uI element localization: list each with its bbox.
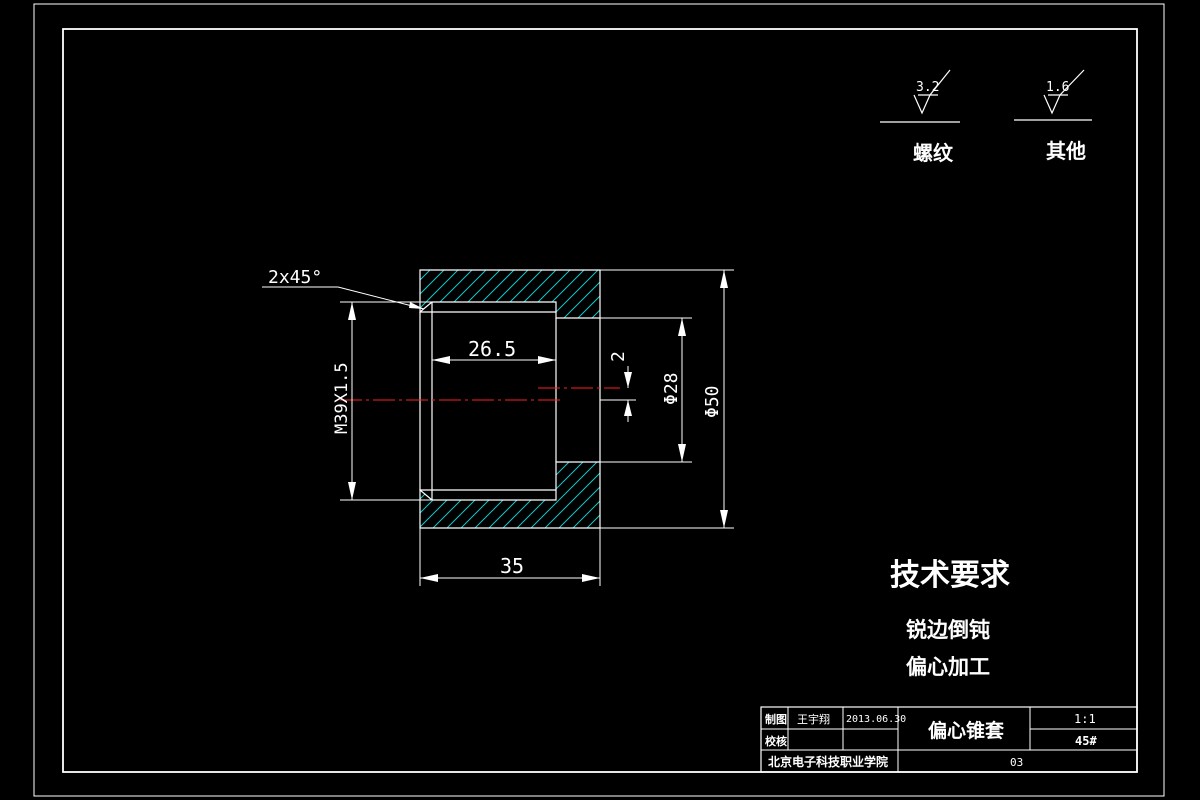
hatch-line: [328, 455, 408, 535]
roughness-label-other: 其他: [1046, 139, 1086, 163]
hatch-line: [523, 462, 600, 528]
hatch-line: [608, 455, 688, 535]
hatch-line: [748, 260, 818, 330]
hatch-line: [420, 270, 427, 318]
length-label: 35: [500, 554, 524, 578]
hatch-line: [509, 270, 581, 318]
section-hatch-top: [328, 260, 818, 330]
hatch-line: [622, 455, 702, 535]
chamfer-callout: 2x45°: [262, 267, 425, 310]
roughness-symbol-other: 1.6 其他: [1014, 69, 1092, 163]
drawn-by: 王宇翔: [797, 712, 830, 726]
roughness-value-other: 1.6: [1046, 80, 1069, 95]
drawn-label: 制图: [765, 712, 787, 726]
section-hatch-bottom: [300, 455, 828, 535]
hatch-line: [439, 270, 511, 318]
hatch-line: [425, 270, 497, 318]
hatch-line: [537, 270, 600, 318]
school-name: 北京电子科技职业学院: [768, 754, 888, 769]
inner-border: [62, 28, 1138, 773]
hatch-line: [328, 260, 398, 330]
hatch-line: [300, 455, 380, 535]
bore-depth-dimension: 26.5: [432, 337, 556, 364]
hatch-line: [481, 270, 553, 318]
outer-diameter-dimension: Φ50: [600, 269, 734, 529]
hatch-line: [593, 462, 600, 528]
hatch-line: [453, 270, 525, 318]
hatch-line: [467, 270, 539, 318]
drawing-number: 03: [1010, 756, 1023, 769]
hatch-line: [636, 455, 716, 535]
hatch-line: [420, 270, 469, 318]
offset-dimension: 2: [600, 351, 636, 422]
hatch-line: [734, 260, 804, 330]
part-name: 偏心锥套: [928, 719, 1005, 742]
offset-label: 2: [608, 351, 629, 362]
tech-requirements-title: 技术要求: [890, 558, 1010, 593]
part-outline: [419, 269, 601, 529]
thread-dimension: M39X1.5: [332, 301, 432, 501]
scale: 1:1: [1074, 712, 1096, 726]
hatch-line: [537, 462, 600, 528]
roughness-value-thread: 3.2: [916, 80, 939, 95]
hatch-line: [706, 455, 786, 535]
hatch-line: [420, 462, 423, 528]
hatch-line: [579, 462, 600, 528]
tech-requirement-item: 锐边倒钝: [906, 618, 990, 642]
thread-label: M39X1.5: [332, 362, 352, 434]
hatch-line: [692, 455, 772, 535]
hatch-line: [678, 455, 758, 535]
outer-diameter-label: Φ50: [702, 385, 723, 418]
hatch-line: [650, 455, 730, 535]
tech-requirements: 技术要求 锐边倒钝 偏心加工: [890, 558, 1010, 679]
hatch-line: [420, 270, 455, 318]
hatch-line: [420, 270, 483, 318]
bore-depth-label: 26.5: [468, 337, 516, 361]
chamfer-label: 2x45°: [268, 267, 322, 288]
roughness-symbol-thread: 3.2 螺纹: [880, 69, 960, 165]
hatch-line: [495, 270, 567, 318]
drawn-date: 2013.06.30: [846, 714, 906, 725]
inner-diameter-label: Φ28: [661, 372, 682, 405]
tech-requirement-item: 偏心加工: [906, 655, 990, 679]
hatch-line: [314, 455, 394, 535]
hatch-line: [734, 455, 814, 535]
hatch-line: [748, 455, 828, 535]
hatch-line: [551, 462, 600, 528]
hatch-line: [523, 270, 595, 318]
hatch-line: [664, 455, 744, 535]
hatch-line: [565, 462, 600, 528]
hatch-line: [420, 270, 441, 318]
inner-diameter-dimension: Φ28: [600, 317, 692, 463]
outer-border: [33, 3, 1165, 797]
hatch-line: [720, 455, 800, 535]
title-block: 制图 王宇翔 2013.06.30 校核 偏心锥套 1:1 45# 北京电子科技…: [760, 706, 1138, 773]
roughness-label-thread: 螺纹: [913, 141, 954, 165]
material: 45#: [1075, 734, 1097, 748]
length-dimension: 35: [419, 528, 601, 586]
hatch-line: [551, 270, 600, 318]
checked-label: 校核: [765, 734, 787, 748]
